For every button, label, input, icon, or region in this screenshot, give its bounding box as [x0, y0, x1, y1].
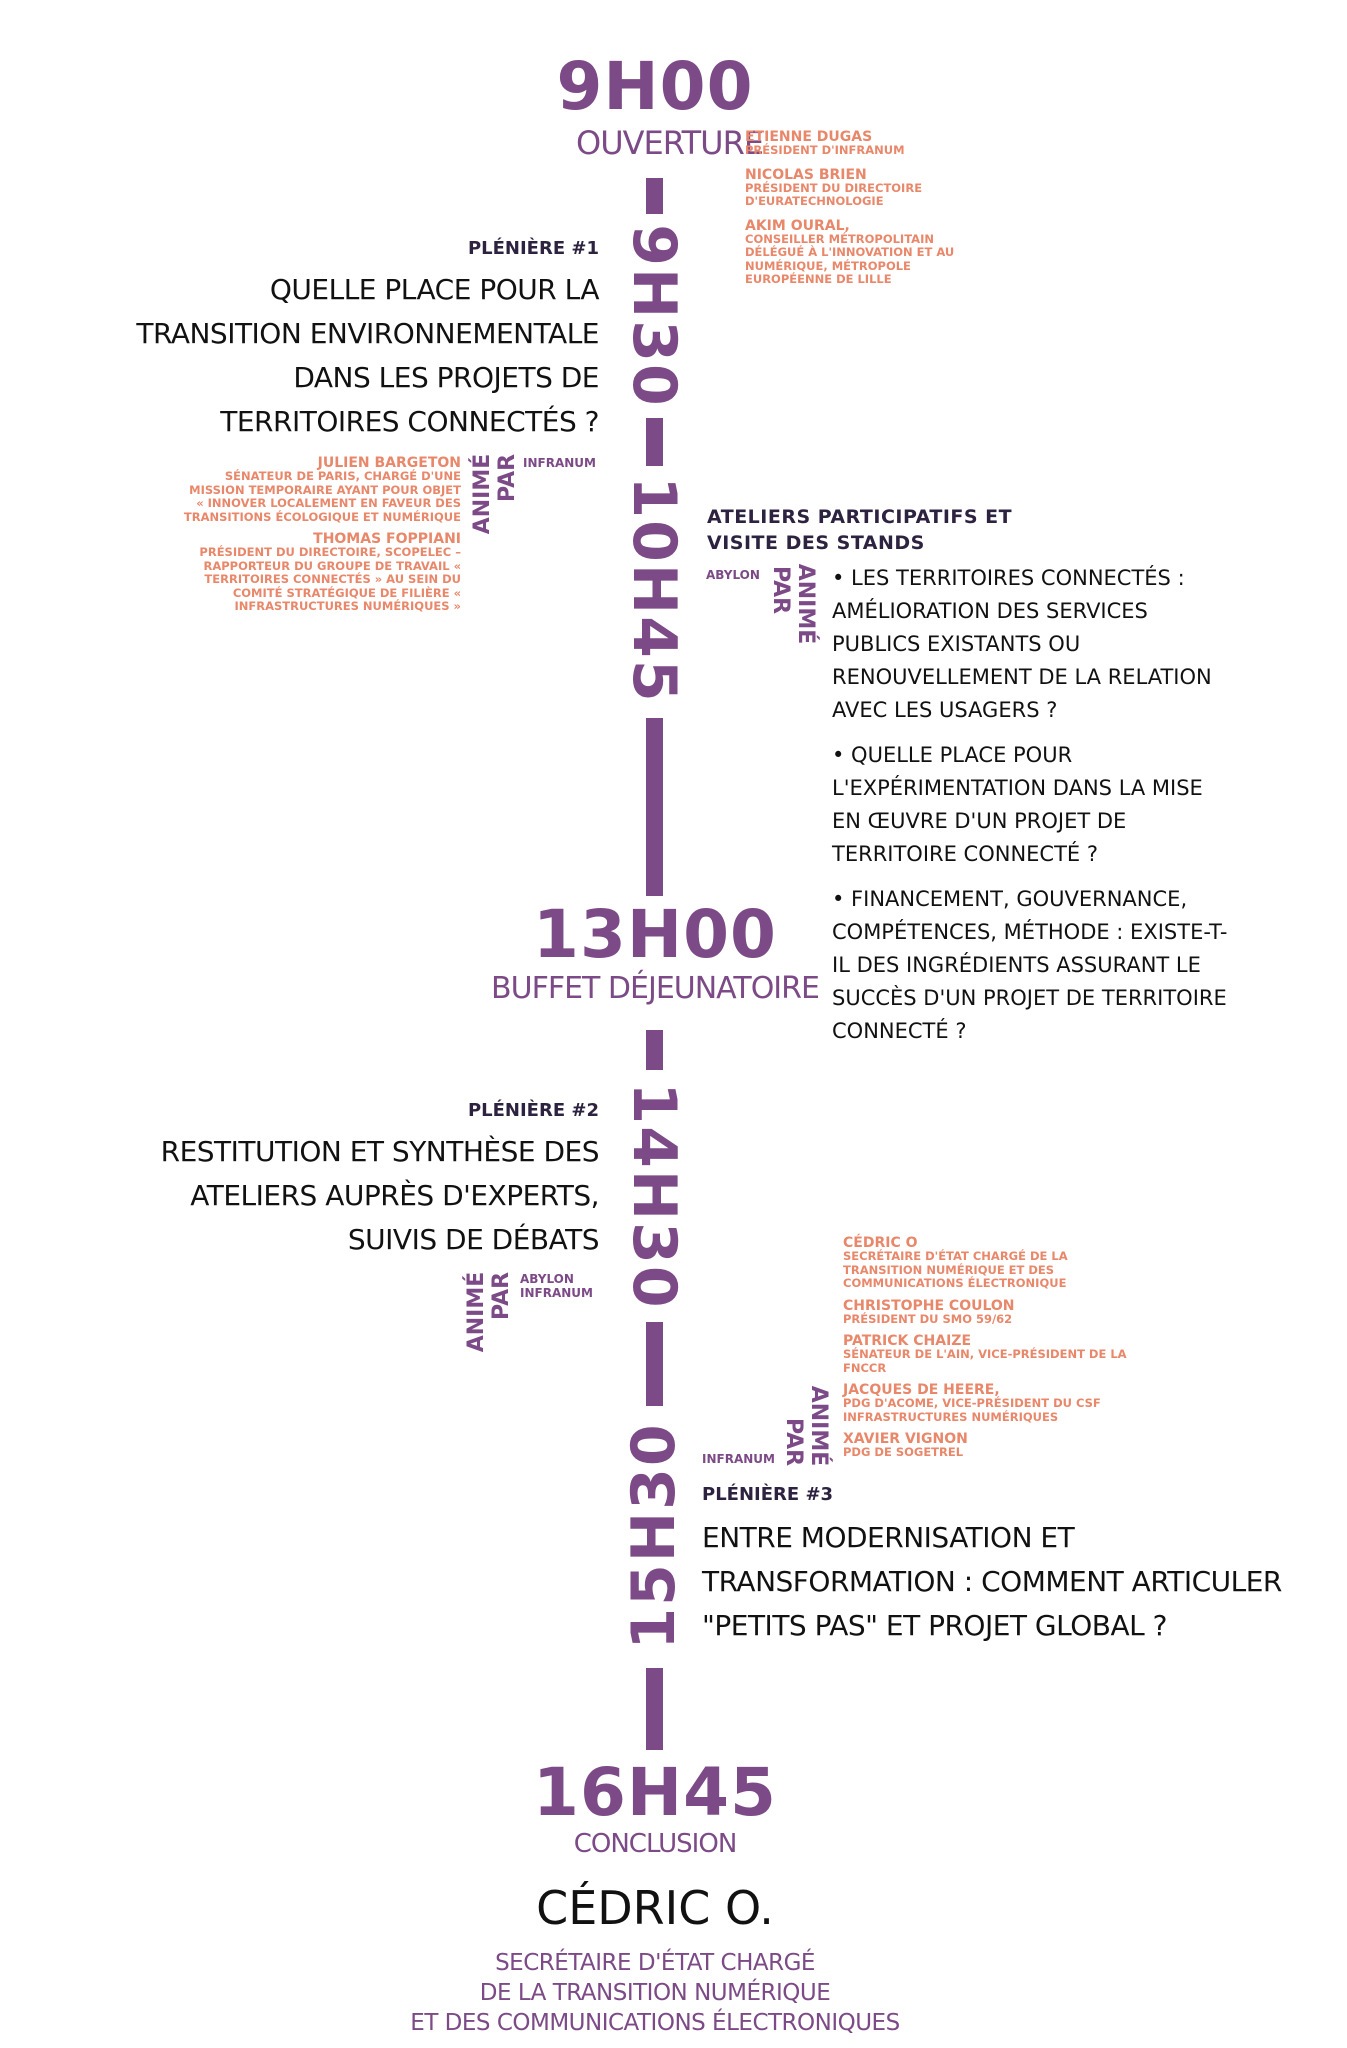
pleniere-2-title: RESTITUTION ET SYNTHÈSE DES ATELIERS AUP…	[160, 1135, 600, 1256]
speaker-jacques-de-heere: JACQUES DE HEERE, PDG D'ACOME, VICE-PRÉS…	[843, 1382, 1101, 1424]
time-15h30: 15H30	[619, 1422, 689, 1650]
ateliers-anime: ANIMÉ	[793, 563, 818, 645]
timeline-bar-3	[646, 718, 663, 896]
ateliers-par: PAR	[768, 565, 793, 615]
pleniere-1-speakers: JULIEN BARGETON SÉNATEUR DE PARIS, CHARG…	[181, 456, 461, 614]
speaker-etienne-dugas: ETIENNE DUGAS PRÉSIDENT D'INFRANUM	[745, 129, 905, 157]
label-conclusion: CONCLUSION	[573, 1829, 738, 1859]
pleniere-2-anime: ANIMÉ	[464, 1271, 489, 1353]
time-14h30: 14H30	[619, 1082, 689, 1310]
time-9h30: 9H30	[619, 224, 689, 408]
time-16h45: 16H45	[533, 1754, 777, 1831]
timeline-bar-5	[646, 1322, 663, 1406]
pleniere-3-animator: INFRANUM	[702, 1452, 775, 1466]
conclusion-speaker-name: CÉDRIC O.	[536, 1881, 774, 1935]
ateliers-topic-3: • FINANCEMENT, GOUVERNANCE, COMPÉTENCES,…	[832, 887, 1228, 1043]
speaker-akim-oural: AKIM OURAL, CONSEILLER MÉTROPOLITAIN DÉL…	[745, 217, 955, 286]
pleniere-3-label: PLÉNIÈRE #3	[702, 1484, 834, 1505]
pleniere-3-speakers: CÉDRIC O SECRÉTAIRE D'ÉTAT CHARGÉ DE LA …	[843, 1236, 1143, 1460]
ateliers-topic-2: • QUELLE PLACE POUR L'EXPÉRIMENTATION DA…	[832, 743, 1203, 866]
speaker-julien-bargeton: JULIEN BARGETON SÉNATEUR DE PARIS, CHARG…	[183, 455, 461, 524]
pleniere-1-anime: ANIMÉ	[470, 453, 495, 535]
ateliers-topic-1: • LES TERRITOIRES CONNECTÉS : AMÉLIORATI…	[832, 566, 1212, 722]
conclusion-speaker-role: SECRÉTAIRE D'ÉTAT CHARGÉ DE LA TRANSITIO…	[410, 1950, 900, 2036]
time-10h45: 10H45	[619, 476, 689, 704]
pleniere-3-title: ENTRE MODERNISATION ET TRANSFORMATION : …	[702, 1521, 1282, 1642]
pleniere-1-animator: INFRANUM	[523, 456, 596, 470]
speaker-thomas-foppiani: THOMAS FOPPIANI PRÉSIDENT DU DIRECTOIRE,…	[199, 531, 461, 613]
ateliers-topics: • LES TERRITOIRES CONNECTÉS : AMÉLIORATI…	[832, 562, 1232, 1060]
ateliers-title: ATELIERS PARTICIPATIFS ET VISITE DES STA…	[707, 506, 1013, 554]
label-ouverture: OUVERTURE	[576, 124, 764, 162]
speaker-patrick-chaize: PATRICK CHAIZE SÉNATEUR DE L'AIN, VICE-P…	[843, 1333, 1127, 1375]
timeline-bar-2	[646, 418, 663, 466]
pleniere-1-label: PLÉNIÈRE #1	[467, 238, 599, 259]
time-9h00: 9H00	[556, 48, 754, 125]
pleniere-2-animators: ABYLON INFRANUM	[520, 1272, 593, 1300]
speaker-nicolas-brien: NICOLAS BRIEN PRÉSIDENT DU DIRECTOIRE D'…	[745, 166, 923, 208]
time-13h00: 13H00	[533, 896, 777, 973]
pleniere-1-title: QUELLE PLACE POUR LA TRANSITION ENVIRONN…	[136, 273, 599, 438]
timeline-bar-4	[646, 1030, 663, 1070]
timeline-bar-1	[646, 178, 663, 214]
opening-speakers: ETIENNE DUGAS PRÉSIDENT D'INFRANUM NICOL…	[745, 130, 975, 287]
pleniere-2-label: PLÉNIÈRE #2	[467, 1100, 599, 1121]
pleniere-3-par: PAR	[781, 1417, 806, 1467]
pleniere-1-par: PAR	[495, 453, 520, 503]
speaker-christophe-coulon: CHRISTOPHE COULON PRÉSIDENT DU SMO 59/62	[843, 1297, 1015, 1326]
timeline-bar-6	[646, 1668, 663, 1750]
speaker-xavier-vignon: XAVIER VIGNON PDG DE SOGETREL	[843, 1431, 968, 1459]
label-buffet: BUFFET DÉJEUNATOIRE	[491, 971, 820, 1006]
pleniere-2-par: PAR	[489, 1271, 514, 1321]
pleniere-3-anime: ANIMÉ	[806, 1385, 831, 1467]
ateliers-animator: ABYLON	[706, 568, 760, 582]
speaker-cedric-o: CÉDRIC O SECRÉTAIRE D'ÉTAT CHARGÉ DE LA …	[843, 1235, 1068, 1290]
